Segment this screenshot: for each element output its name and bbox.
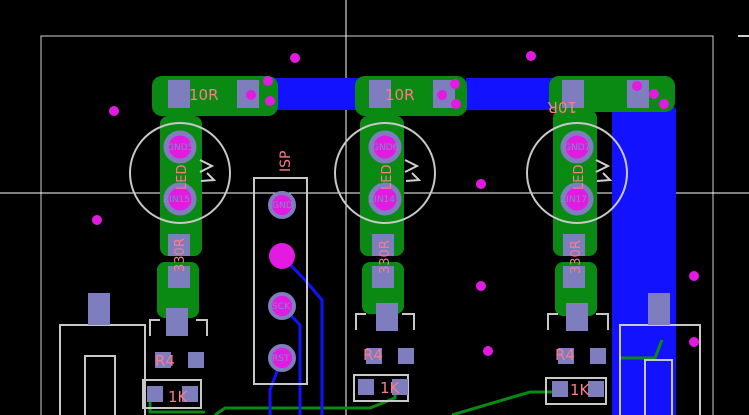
resistor-label-left-mid: 330R [173, 238, 188, 272]
resistor-label-right-k: 1K [570, 381, 591, 399]
resistor-label-right-r: R4 [555, 346, 575, 364]
blue-power-trace[interactable] [270, 78, 676, 415]
gnd-tag-left: GND [96, 299, 106, 320]
isp-label: ISP [278, 151, 294, 172]
isp-blue-traces[interactable] [268, 254, 324, 415]
led-pin-label-middle-bottom: ZIN14 [368, 195, 395, 205]
led-pin-label-left-bottom: ZIN15 [163, 195, 190, 205]
resistor-label-right-top: 10R [547, 98, 577, 116]
led-pin-label-left-top: GND5 [167, 143, 193, 153]
resistor-label-middle-r: R4 [363, 346, 383, 364]
led-pin-label-right-bottom: ZIN17 [560, 195, 587, 205]
led-mark-right: LED [572, 165, 587, 190]
led-pads[interactable] [163, 130, 594, 216]
resistor-label-middle-k: 1K [380, 379, 401, 397]
resistor-label-left-r: R4 [155, 352, 175, 370]
resistor-label-middle-top: 10R [385, 86, 415, 104]
isp-pin-label-3: SCK [272, 302, 291, 312]
isp-pads[interactable] [268, 191, 296, 372]
resistor-label-left-k: 1K [168, 388, 189, 406]
led-chevron-marks [199, 159, 613, 182]
resistor-bracket-outlines [149, 313, 609, 336]
led-pin-label-right-top: GND7 [564, 143, 590, 153]
led-mark-middle: LED [380, 165, 395, 190]
led-pin-label-middle-top: GND6 [372, 143, 399, 153]
led-mark-left: LED [175, 165, 190, 190]
vias[interactable] [92, 51, 699, 356]
gnd-tag-right: GND [656, 299, 666, 320]
led-outlines [129, 122, 628, 224]
resistor-label-middle-mid: 330R [378, 240, 393, 274]
resistor-label-right-mid: 330R [569, 240, 584, 274]
isp-pin-label-4: RST [272, 354, 290, 364]
isp-header-outline [253, 177, 308, 385]
resistor-label-left-top: 10R [189, 86, 219, 104]
isp-pin-label-1: GND [272, 201, 293, 211]
board-outline [40, 35, 714, 415]
